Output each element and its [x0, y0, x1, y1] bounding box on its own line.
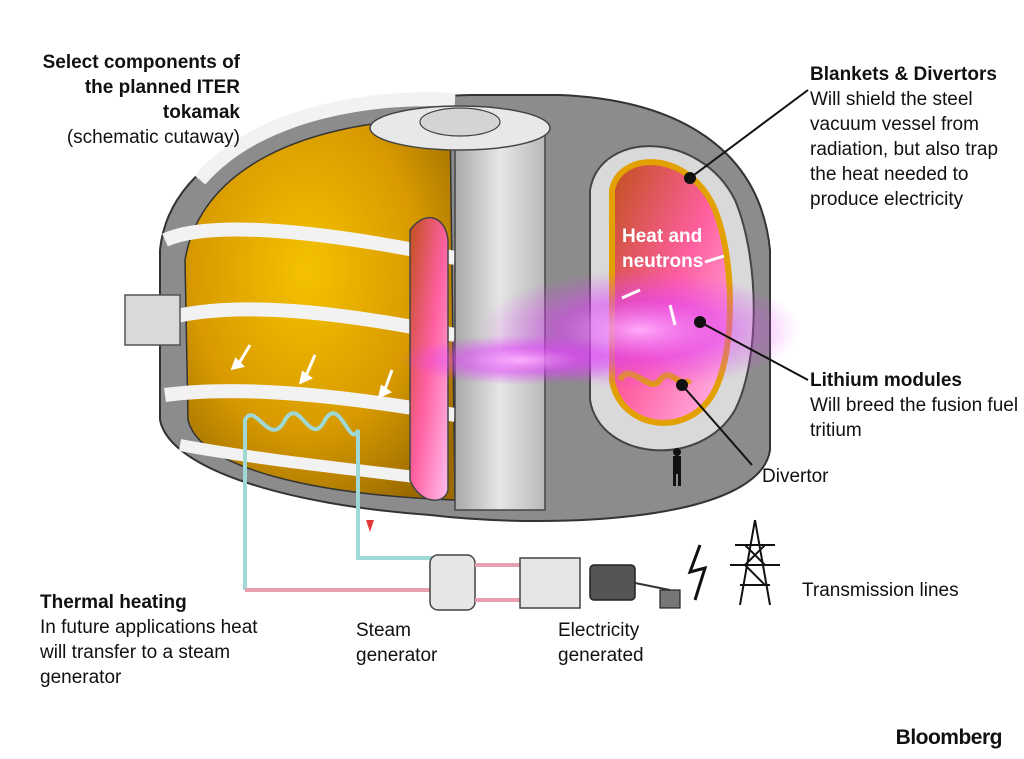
transmission-label: Transmission lines: [802, 580, 959, 601]
turbine: [519, 557, 581, 609]
electricity-label: Electricity generated: [558, 620, 644, 666]
thermal-annotation: Thermal heating In future applications h…: [40, 590, 280, 690]
ring-top: [194, 92, 456, 185]
heat-label: Heat and neutrons: [622, 226, 704, 272]
steam-generator: [429, 554, 476, 611]
blankets-heading: Blankets & Divertors: [810, 64, 997, 85]
side-port: [124, 294, 181, 346]
thermal-body: In future applications heat will transfe…: [40, 617, 258, 688]
generator: [589, 564, 636, 601]
blankets-body: Will shield the steel vacuum vessel from…: [810, 89, 999, 210]
steam-pipe: [475, 563, 520, 602]
human-figure-icon: [673, 448, 681, 486]
title-block: Select components of the planned ITER to…: [30, 50, 240, 150]
power-line: [634, 582, 671, 591]
lithium-body: Will breed the fusion fuel tritium: [810, 395, 1019, 441]
coil-pipe: [243, 411, 440, 590]
divertor-label: Divertor: [762, 466, 829, 487]
steam-label: Steam generator: [356, 620, 438, 666]
thermal-heading: Thermal heating: [40, 592, 187, 613]
blankets-annotation: Blankets & Divertors Will shield the ste…: [810, 62, 1010, 212]
page-subtitle: (schematic cutaway): [66, 127, 240, 148]
lithium-heading: Lithium modules: [810, 370, 962, 391]
ring-bottom: [178, 439, 441, 486]
transmission-tower-icon: [730, 519, 780, 606]
ring-middle: [158, 302, 457, 342]
lightning-icon: [687, 544, 708, 601]
column-cap-inner: [419, 107, 501, 137]
plasma-glow-core: [400, 335, 640, 385]
transformer: [659, 589, 681, 609]
lithium-annotation: Lithium modules Will breed the fusion fu…: [810, 368, 1020, 443]
ring-upper: [162, 222, 457, 265]
brand-logo: Bloomberg: [895, 726, 1003, 749]
leader-lines: [676, 89, 809, 466]
page-title: Select components of the planned ITER to…: [42, 52, 240, 123]
heat-arrows: [230, 254, 725, 399]
down-arrow: [366, 520, 374, 532]
